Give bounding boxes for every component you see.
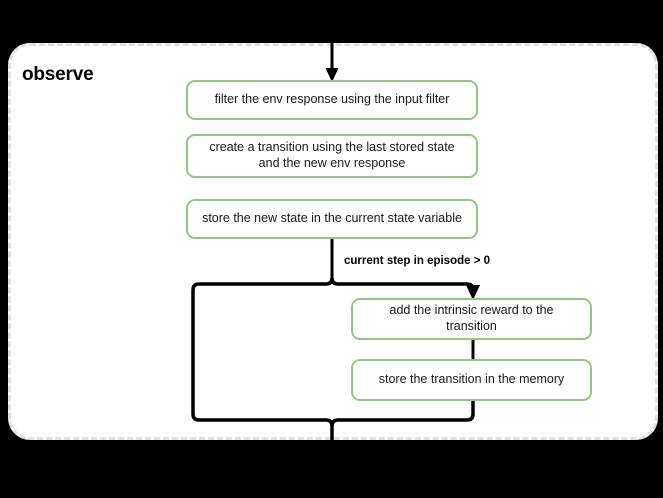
node-add-intrinsic-reward[interactable]: add the intrinsic reward to the transiti… xyxy=(351,298,592,340)
node-create-transition[interactable]: create a transition using the last store… xyxy=(186,134,478,178)
node-store-transition-memory[interactable]: store the transition in the memory xyxy=(351,359,592,401)
node-filter-env-response[interactable]: filter the env response using the input … xyxy=(186,80,478,120)
node-store-new-state[interactable]: store the new state in the current state… xyxy=(186,199,478,239)
scope-title: observe xyxy=(22,64,94,85)
branch-condition-label: current step in episode > 0 xyxy=(344,255,491,267)
